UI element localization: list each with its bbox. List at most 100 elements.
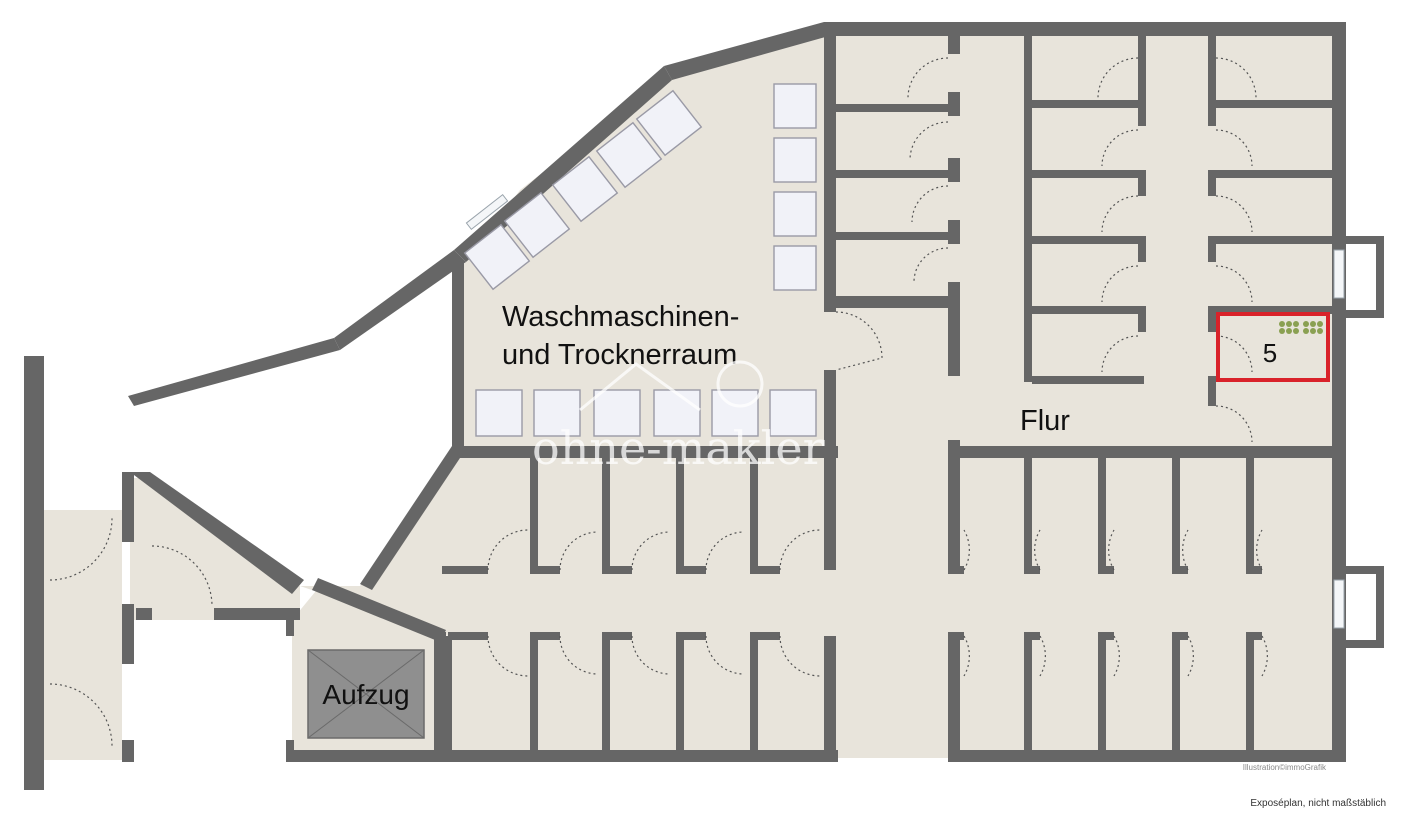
wall-block-west-south-b <box>948 636 960 762</box>
wall-laundry-west <box>452 260 464 456</box>
wall-corridor-north <box>948 446 1338 458</box>
partition-stub <box>1138 306 1146 332</box>
partition-stub <box>1208 306 1216 332</box>
washing-machine-icon <box>773 245 817 291</box>
walls <box>24 22 1346 790</box>
laundry-room-label-line2: und Trocknerraum <box>502 339 737 371</box>
partition-stub <box>602 632 632 640</box>
partition-stub <box>1024 632 1040 640</box>
illustration-credit: Illustration©immoGrafik <box>1243 763 1327 772</box>
wall-laundry-south <box>452 446 838 458</box>
wall-mid-column-east <box>1138 36 1146 102</box>
elevator-label: Aufzug <box>322 679 409 710</box>
partition <box>1210 170 1338 178</box>
elevator: Aufzug <box>307 649 425 739</box>
partition-stub <box>948 566 964 574</box>
partition-stub <box>530 632 560 640</box>
washing-machine-icon <box>769 389 817 437</box>
wall-entry-diagonal <box>360 446 464 590</box>
washing-machine-icon <box>475 389 523 437</box>
wall-laundry-diagonal-a <box>664 22 836 80</box>
laundry-room-label-line1: Waschmaschinen- <box>502 301 739 333</box>
washing-machine-icon <box>551 155 619 223</box>
partition <box>602 452 610 570</box>
partition-stub <box>1138 170 1146 196</box>
partition-stub <box>602 566 632 574</box>
washing-machine-icon <box>595 121 663 189</box>
wall-elevator-west <box>286 620 294 636</box>
watermark-text: ohne-makler <box>532 421 825 475</box>
partition-stub <box>1138 100 1146 126</box>
highlighted-unit: 5 <box>1216 312 1330 382</box>
wall-bottom-right <box>948 750 1346 762</box>
partition-stub <box>1208 100 1216 126</box>
wall-outer-ramp <box>128 338 340 406</box>
washing-machine-icon <box>711 389 759 437</box>
wall-mid-column <box>1024 36 1032 382</box>
partition <box>836 170 950 178</box>
unit-number: 5 <box>1263 338 1277 368</box>
partition <box>836 104 950 112</box>
partition-stub <box>1208 170 1216 196</box>
wall-nw-storage-east-d <box>948 220 960 244</box>
wall-south-block-west <box>442 566 452 574</box>
wall-stair-east-bottom <box>122 740 134 762</box>
storage-partitions-nw <box>836 104 950 240</box>
plan-caption: Exposéplan, nicht maßstäblich <box>1250 798 1386 809</box>
storage-partitions-ne <box>1024 36 1338 406</box>
window-bays <box>465 193 1384 648</box>
partition <box>1172 636 1180 756</box>
wall-passage-south <box>136 608 152 620</box>
partition <box>530 452 538 570</box>
washing-machine-icon <box>773 191 817 237</box>
partition <box>1032 170 1144 178</box>
washing-machine-icon <box>635 89 703 157</box>
partition-stub <box>1246 632 1262 640</box>
washing-machine-icon <box>463 223 531 291</box>
wall-elevator-west-b <box>286 740 294 760</box>
corridor-label: Flur <box>1020 405 1070 437</box>
partition-stub <box>750 632 780 640</box>
wall-block-east-laundry-b <box>824 636 836 762</box>
storage-block-south-floor <box>448 452 1338 758</box>
partition <box>1172 452 1180 570</box>
partition <box>1024 636 1032 756</box>
wall-stair-west <box>24 356 44 790</box>
storage-partitions-south <box>448 452 1262 756</box>
stair-passage-floor <box>130 478 300 620</box>
wall-top <box>824 22 1344 36</box>
partition-stub <box>1098 632 1114 640</box>
partition-stub <box>1098 566 1114 574</box>
wall-laundry-east-lower <box>824 370 836 458</box>
stair-landing-floor <box>40 510 122 760</box>
partition <box>1210 100 1338 108</box>
partition-stub <box>1138 236 1146 262</box>
partition <box>1032 306 1144 314</box>
wall-passage-south-b <box>214 608 300 620</box>
washing-machines <box>463 83 817 437</box>
bottle-rack-icon <box>1279 321 1323 334</box>
partition <box>836 232 950 240</box>
partition-stub <box>676 566 706 574</box>
wall-block-west-south <box>948 452 960 572</box>
washing-machine-icon <box>503 191 571 259</box>
wall-passage-diagonal <box>130 472 304 594</box>
partition <box>676 636 684 756</box>
wall-nw-storage-east-c <box>948 158 960 182</box>
wall-right <box>1332 22 1346 762</box>
partition-stub <box>1208 376 1216 406</box>
partition-stub <box>1172 632 1188 640</box>
wall-stair-east-lower <box>122 604 134 664</box>
partition-stub <box>750 566 780 574</box>
partition <box>530 636 538 756</box>
watermark-logo: ohne-makler <box>532 360 825 475</box>
wall-laundry-corridor <box>824 296 954 308</box>
partition <box>1098 636 1106 756</box>
washing-machine-icon <box>773 83 817 129</box>
partition-stub <box>530 566 560 574</box>
wall-east-column <box>1208 36 1216 102</box>
unit-5-highlight <box>1216 312 1330 382</box>
partition-stub <box>676 632 706 640</box>
partition <box>750 452 758 570</box>
